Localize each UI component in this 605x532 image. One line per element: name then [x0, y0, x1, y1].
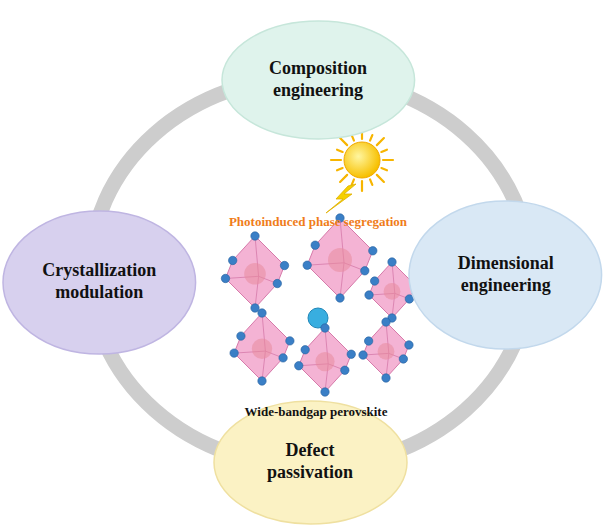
sun-ray — [383, 159, 393, 161]
material-label: Wide-bandgap perovskite — [245, 404, 388, 420]
octahedron — [299, 328, 351, 392]
halide-ion — [258, 377, 266, 385]
halide-ion — [280, 261, 288, 269]
ellipse-shape — [222, 21, 415, 139]
sun-ray — [381, 168, 387, 170]
ellipse-shape — [409, 201, 602, 349]
halide-ion — [321, 324, 329, 332]
b-site-ion — [378, 343, 395, 360]
b-site-ion — [384, 283, 401, 300]
b-site-ion — [252, 339, 272, 359]
light-bolt — [326, 184, 356, 213]
b-site-ion — [315, 352, 334, 371]
halide-ion — [251, 304, 259, 312]
sun-ray — [337, 150, 343, 152]
b-site-ion — [244, 263, 266, 285]
halide-ion — [301, 346, 309, 354]
perovskite-structure — [221, 214, 419, 396]
halide-ion — [273, 279, 281, 287]
crystallization-ellipse: Crystallization modulation — [2, 210, 197, 355]
node-label: Crystallization modulation — [34, 260, 164, 303]
octahedron — [225, 236, 284, 308]
halide-ion — [359, 351, 367, 359]
octahedron — [234, 313, 290, 381]
halide-ion — [361, 267, 369, 275]
node-label: Defect passivation — [245, 440, 375, 483]
halide-ion — [311, 241, 319, 249]
sun-ray — [381, 150, 387, 152]
halide-ion — [347, 350, 355, 358]
halide-ion — [405, 341, 413, 349]
sun-disk — [344, 142, 380, 178]
halide-ion — [369, 247, 377, 255]
sun-ray — [340, 138, 347, 145]
octahedron — [363, 322, 409, 378]
halide-ion — [382, 318, 390, 326]
sun-ray — [352, 179, 354, 185]
halide-ion — [336, 294, 344, 302]
sun-ray — [377, 175, 384, 182]
sun-ray — [377, 138, 384, 145]
halide-ion — [221, 274, 229, 282]
halide-ion — [258, 309, 266, 317]
dimensional-ellipse: Dimensional engineering — [408, 200, 603, 350]
halide-ion — [388, 258, 396, 266]
halide-ion — [228, 256, 236, 264]
node-label: Dimensional engineering — [441, 253, 571, 296]
sun-ray — [361, 181, 363, 191]
sun-ray — [337, 168, 343, 170]
sun-ray — [340, 175, 347, 182]
halide-ion — [405, 295, 413, 303]
halide-ion — [303, 261, 311, 269]
halide-ion — [399, 355, 407, 363]
sun-ray — [331, 159, 341, 161]
ellipse-shape — [214, 401, 407, 524]
halide-ion — [237, 332, 245, 340]
octahedron — [307, 218, 373, 298]
halide-ion — [286, 337, 294, 345]
sun-icon — [331, 129, 393, 191]
sun-ray — [370, 179, 372, 185]
halide-ion — [341, 366, 349, 374]
halide-ion — [364, 337, 372, 345]
halide-ion — [251, 232, 259, 240]
halide-ion — [382, 374, 390, 382]
halide-ion — [321, 388, 329, 396]
halide-ion — [295, 362, 303, 370]
halide-ion — [370, 277, 378, 285]
phenomenon-label: Photoinduced phase segregation — [229, 214, 407, 230]
composition-ellipse: Composition engineering — [221, 20, 416, 140]
ellipse-shape — [3, 211, 196, 354]
b-site-ion — [328, 248, 352, 272]
halide-ion — [230, 349, 238, 357]
node-label: Composition engineering — [253, 58, 383, 101]
sun-ray — [370, 135, 372, 141]
halide-ion — [279, 354, 287, 362]
octahedron — [369, 262, 415, 318]
halide-ion — [365, 291, 373, 299]
